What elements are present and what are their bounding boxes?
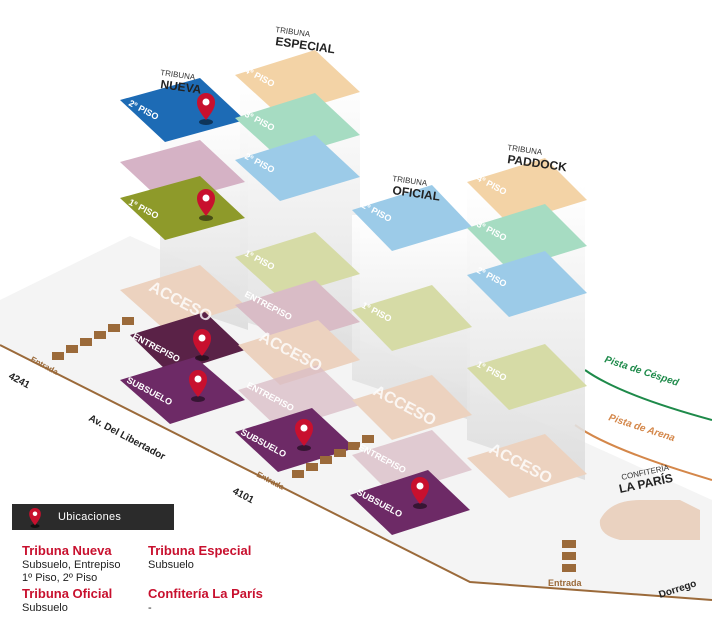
nueva-mid-floor xyxy=(120,140,245,204)
especial-3-piso xyxy=(235,93,360,159)
nueva-2-piso[interactable] xyxy=(120,78,245,142)
oficial-acceso xyxy=(352,375,472,440)
legend-item-detail: Subsuelo xyxy=(148,558,194,571)
legend-item-oficial: Tribuna Oficial Subsuelo xyxy=(22,586,113,615)
pin-oficial-subsuelo-icon[interactable] xyxy=(411,477,429,509)
paddock-1-piso xyxy=(467,344,587,410)
legend-item-confiteria: Confitería La París - xyxy=(148,586,263,615)
nueva-acceso xyxy=(120,265,245,330)
shaft-paddock xyxy=(467,185,585,480)
especial-entrepiso xyxy=(238,365,360,430)
especial-acceso xyxy=(238,320,360,385)
pin-nueva-entrepiso-icon[interactable] xyxy=(193,329,211,361)
legend-item-detail: - xyxy=(148,601,152,614)
oficial-heading: OFICIAL xyxy=(392,183,441,204)
legend-item-detail: Subsuelo, Entrepiso xyxy=(22,558,121,571)
street-number-4241: 4241 xyxy=(7,371,32,391)
confiteria-shape xyxy=(599,500,700,540)
pin-especial-subsuelo-icon[interactable] xyxy=(295,419,313,451)
especial-entrepiso-top xyxy=(235,280,360,346)
legend-item-detail: Subsuelo xyxy=(22,601,68,614)
legend-title: Ubicaciones xyxy=(58,511,122,523)
nueva-subsuelo[interactable] xyxy=(120,357,245,424)
pin-nueva-1-piso-icon[interactable] xyxy=(197,189,215,221)
street-number-4101: 4101 xyxy=(231,486,256,506)
legend-item-nueva: Tribuna Nueva Subsuelo, Entrepiso 1º Pis… xyxy=(22,543,121,584)
street-line xyxy=(0,344,712,601)
paddock-2-piso xyxy=(467,251,587,317)
entrada-label-dorrego: Entrada xyxy=(548,578,583,588)
legend-header: Ubicaciones xyxy=(12,504,174,530)
oficial-entrepiso xyxy=(352,430,472,495)
pista-arena-label: Pista de Arena xyxy=(607,412,677,444)
pista-cesped-label: Pista de Césped xyxy=(603,354,681,389)
location-pin-icon xyxy=(29,507,41,528)
pin-nueva-subsuelo-icon[interactable] xyxy=(189,370,207,402)
oficial-subsuelo[interactable] xyxy=(350,470,470,535)
pin-nueva-2-piso-icon[interactable] xyxy=(197,93,215,125)
paddock-4-piso xyxy=(467,158,587,224)
oficial-1-piso xyxy=(352,285,472,351)
entrada-steps-4101 xyxy=(292,435,374,478)
especial-1-piso xyxy=(235,232,360,298)
oficial-2-piso xyxy=(352,185,472,251)
nueva-entrepiso[interactable] xyxy=(130,312,245,374)
nueva-1-piso[interactable] xyxy=(120,176,245,240)
entrada-steps-dorrego xyxy=(562,540,576,572)
legend-item-detail2: 1º Piso, 2º Piso xyxy=(22,571,98,584)
entrada-steps-4241 xyxy=(52,317,134,360)
pista-cesped-line xyxy=(584,369,712,421)
nueva-heading: NUEVA xyxy=(160,77,203,97)
legend-item-especial: Tribuna Especial Subsuelo xyxy=(148,543,252,572)
especial-4-piso xyxy=(235,50,360,116)
paddock-3-piso xyxy=(467,204,587,270)
legend-item-name: Tribuna Nueva xyxy=(22,543,112,558)
legend-item-name: Tribuna Especial xyxy=(148,543,252,558)
especial-heading: ESPECIAL xyxy=(275,34,336,56)
legend-item-name: Tribuna Oficial xyxy=(22,586,113,601)
paddock-acceso xyxy=(467,434,587,498)
especial-2-piso xyxy=(235,135,360,201)
legend-item-name: Confitería La París xyxy=(148,586,263,601)
